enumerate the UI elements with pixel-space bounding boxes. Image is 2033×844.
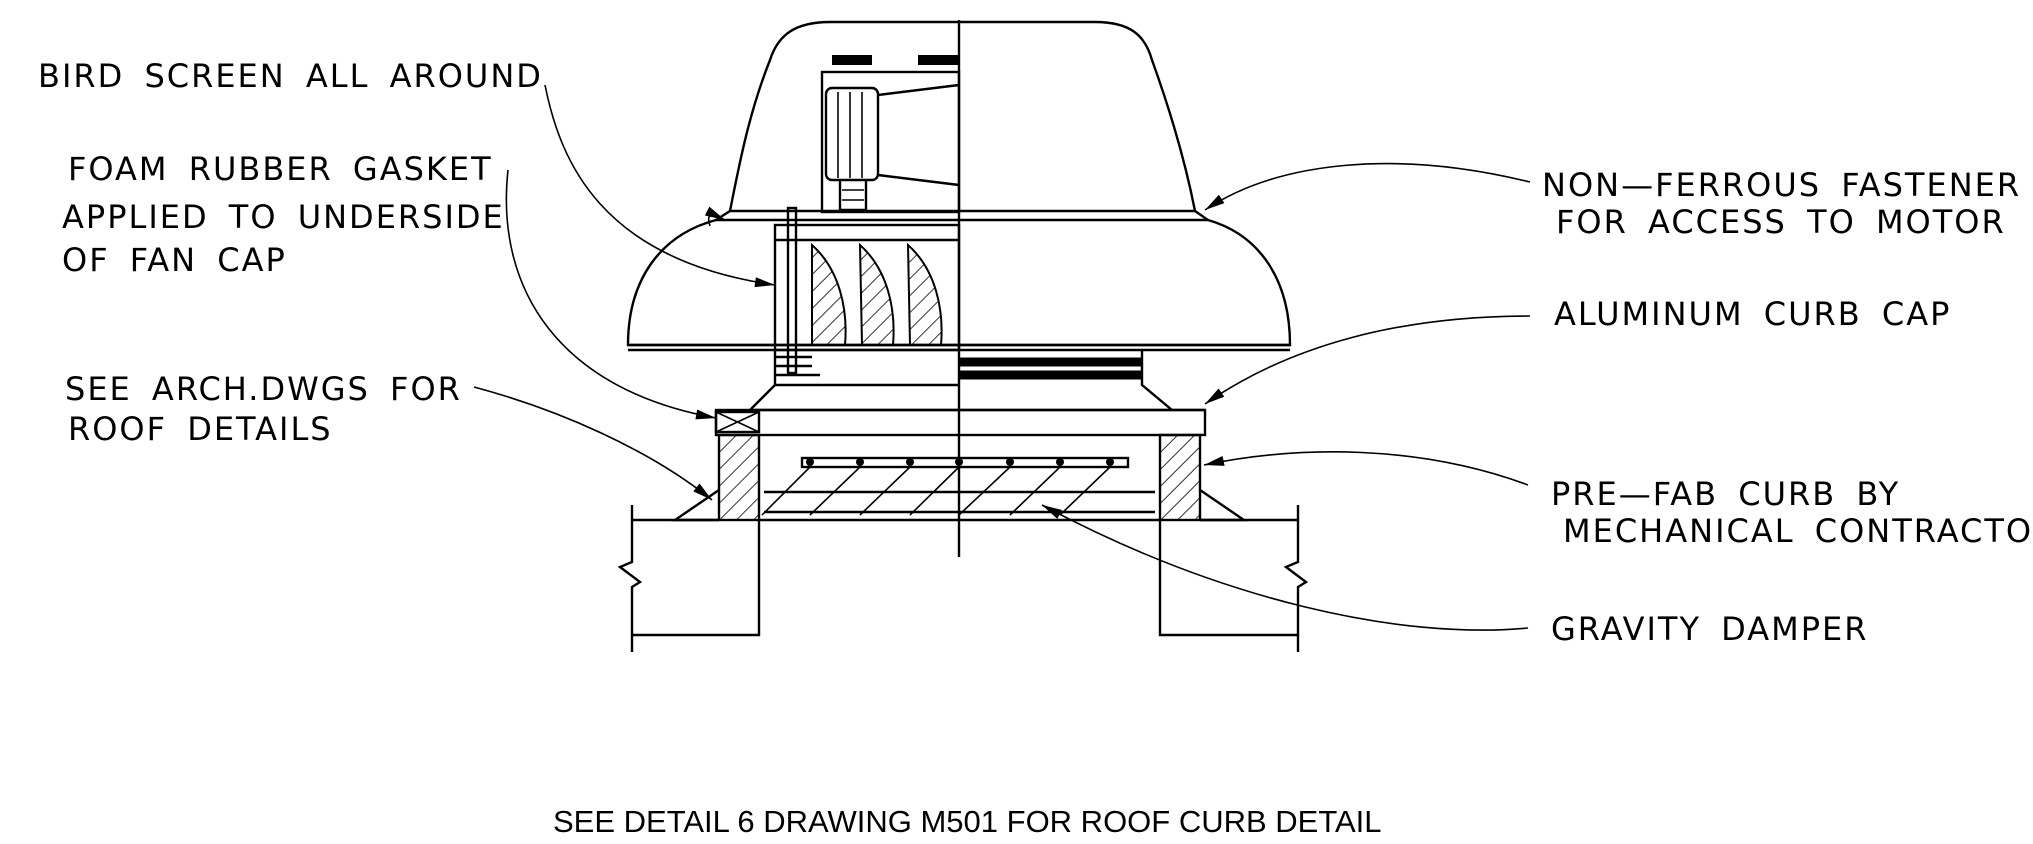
prefab-curb-label-line-2: MECHANICAL CONTRACTOR bbox=[1563, 512, 2033, 550]
see-arch-label-line-2: ROOF DETAILS bbox=[68, 410, 333, 448]
leader-lines bbox=[473, 84, 1531, 631]
prefab-curb bbox=[671, 433, 1248, 522]
fan-wheel bbox=[773, 206, 961, 377]
fastener-label-line-1: NON—FERROUS FASTENER bbox=[1542, 166, 2021, 204]
foam-gasket-label-line-1: FOAM RUBBER GASKET bbox=[68, 150, 493, 188]
curb-cap bbox=[714, 408, 1207, 437]
gravity-damper bbox=[761, 456, 1155, 516]
fan-base bbox=[747, 350, 1205, 412]
curb-cap-label: ALUMINUM CURB CAP bbox=[1554, 295, 1951, 333]
drawing-note: SEE DETAIL 6 DRAWING M501 FOR ROOF CURB … bbox=[553, 804, 1382, 839]
roof-structure bbox=[617, 505, 1309, 652]
see-arch-label-line-1: SEE ARCH.DWGS FOR bbox=[65, 370, 462, 408]
motor-assembly bbox=[820, 55, 961, 214]
fastener-label-line-2: FOR ACCESS TO MOTOR bbox=[1556, 203, 2006, 241]
prefab-curb-label-line-1: PRE—FAB CURB BY bbox=[1551, 475, 1900, 513]
bird-screen-label: BIRD SCREEN ALL AROUND bbox=[38, 57, 543, 95]
foam-gasket-label-line-3: OF FAN CAP bbox=[62, 241, 287, 279]
gravity-damper-label: GRAVITY DAMPER bbox=[1551, 610, 1869, 648]
foam-gasket-label-line-2: APPLIED TO UNDERSIDE bbox=[62, 198, 505, 236]
